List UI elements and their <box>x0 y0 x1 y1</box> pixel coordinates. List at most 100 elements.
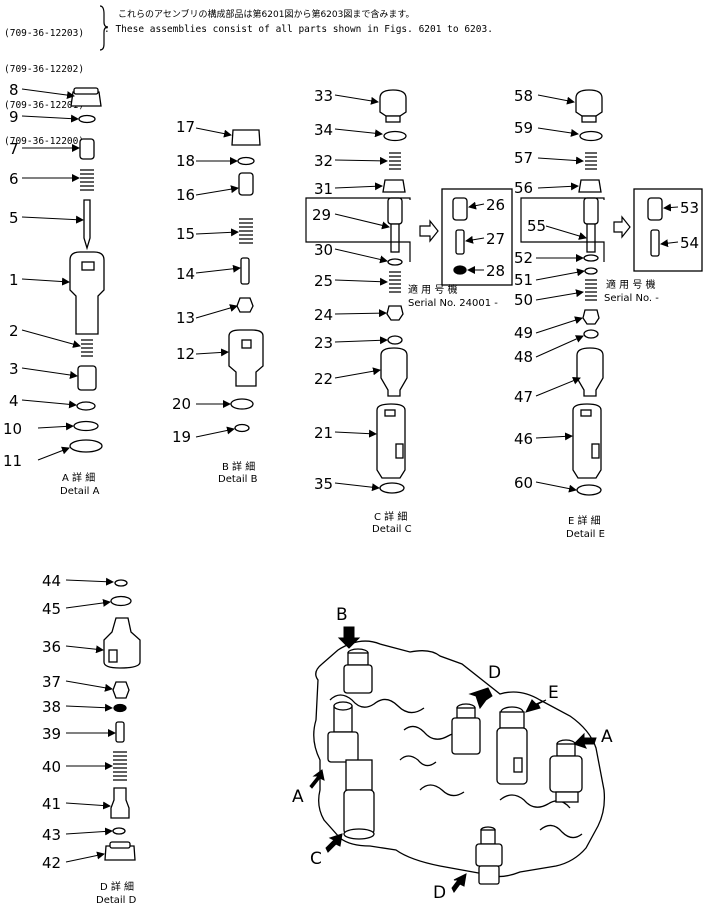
plug-part <box>575 89 603 117</box>
detail-b-labels: 17 18 16 15 14 13 12 20 19 <box>172 118 195 446</box>
part-label: 57 <box>514 149 533 167</box>
note-japanese: これらのアセンブリの構成部品は第6201図から第6203図まで含みます。 <box>118 10 415 20</box>
part-label: 39 <box>42 725 61 743</box>
pin-part <box>455 229 465 255</box>
valve-body-part <box>69 251 105 335</box>
o-ring-part <box>76 401 96 411</box>
part-number: (709-36-12203) <box>4 28 85 39</box>
part-label: 55 <box>527 217 546 235</box>
part-label: 41 <box>42 795 61 813</box>
seat-part <box>238 172 254 196</box>
o-ring-part <box>584 267 598 275</box>
control-valve-block <box>313 640 606 885</box>
callout-arrow-icon <box>337 626 361 649</box>
part-label: 59 <box>514 119 533 137</box>
part-label: 7 <box>9 140 19 158</box>
callout-arrow-icon <box>573 732 597 749</box>
nut-part <box>578 179 602 193</box>
callout-arrow-icon <box>525 699 547 713</box>
detail-e-caption: Detail E <box>566 529 605 540</box>
detail-e-labels: 58 59 57 56 55 52 51 50 49 48 47 46 60 5… <box>514 87 699 492</box>
part-label: 51 <box>514 271 533 289</box>
o-ring-part <box>113 703 127 713</box>
o-ring-part <box>387 258 403 266</box>
callout-arrow-icon <box>309 769 325 789</box>
callout-d-top: D <box>488 663 501 683</box>
part-label: 32 <box>314 152 333 170</box>
o-ring-part <box>387 335 403 345</box>
part-label: 9 <box>9 108 19 126</box>
part-label: 25 <box>314 272 333 290</box>
callout-arrow-icon <box>451 873 467 893</box>
part-label: 14 <box>176 265 195 283</box>
callout-e: E <box>548 683 559 703</box>
part-label: 56 <box>514 179 533 197</box>
detail-c-labels: 33 34 32 31 29 30 25 24 23 22 21 35 26 2… <box>312 87 505 493</box>
callout-letters: A A B C D D E <box>292 605 613 903</box>
part-label: 21 <box>314 424 333 442</box>
detail-d-leaders <box>65 577 116 863</box>
detail-a-assembly <box>69 87 105 453</box>
part-label: 35 <box>314 475 333 493</box>
part-label: 36 <box>42 638 61 656</box>
part-number: (709-36-12202) <box>4 64 85 75</box>
nut-part <box>382 179 406 193</box>
pin-part <box>240 257 250 285</box>
plunger-part <box>77 365 97 391</box>
part-label: 18 <box>176 152 195 170</box>
part-number: (709-36-12201) <box>4 100 85 111</box>
nut-part <box>231 129 261 146</box>
pin-part <box>650 229 660 257</box>
part-number: (709-36-12200) <box>4 136 85 147</box>
part-label: 26 <box>486 196 505 214</box>
part-label: 50 <box>514 291 533 309</box>
callout-c: C <box>310 849 322 869</box>
detail-e-leaders <box>535 94 679 493</box>
part-label: 33 <box>314 87 333 105</box>
part-label: 19 <box>172 428 191 446</box>
part-label: 22 <box>314 370 333 388</box>
part-numbers-block: (709-36-12203) (709-36-12202) (709-36-12… <box>4 4 84 172</box>
callout-b: B <box>336 605 348 625</box>
part-label: 52 <box>514 249 533 267</box>
seat-part <box>110 787 130 819</box>
spring-part <box>113 751 127 781</box>
spring-part <box>81 339 93 357</box>
detail-a-caption: Detail A <box>60 486 100 497</box>
arrow-icon <box>419 219 439 243</box>
spool-d-top <box>451 703 481 755</box>
sleeve-part <box>376 403 406 479</box>
o-ring-part <box>379 482 405 494</box>
poppet-part <box>112 681 130 699</box>
detail-d-caption: Detail D <box>96 895 137 906</box>
detail-b-assembly <box>228 129 264 433</box>
detail-e-group-frame <box>520 197 605 262</box>
detail-b-caption-jp: B 詳 細 <box>222 460 255 473</box>
detail-d-assembly <box>103 579 141 861</box>
poppet-part <box>452 197 468 221</box>
seat-part <box>79 138 95 160</box>
detail-a-labels: 8 9 7 6 5 1 2 3 4 10 11 <box>3 81 22 470</box>
poppet-part <box>647 197 663 221</box>
piston-part <box>576 347 604 397</box>
o-ring-part <box>230 398 254 410</box>
o-ring-part <box>112 827 126 835</box>
part-label: 40 <box>42 758 61 776</box>
callout-a-right: A <box>601 727 613 747</box>
part-label: 31 <box>314 180 333 198</box>
o-ring-part <box>237 156 255 166</box>
detail-b-leaders <box>195 127 241 438</box>
part-label: 17 <box>176 118 195 136</box>
spool-a-left <box>327 701 359 763</box>
spring-part <box>585 152 597 170</box>
part-label: 47 <box>514 388 533 406</box>
part-label: 16 <box>176 186 195 204</box>
o-ring-part <box>583 329 599 339</box>
spring-part <box>389 152 401 170</box>
plug-part <box>379 89 407 117</box>
part-label: 11 <box>3 452 22 470</box>
part-label: 10 <box>3 420 22 438</box>
part-label: 29 <box>312 206 331 224</box>
part-label: 23 <box>314 334 333 352</box>
